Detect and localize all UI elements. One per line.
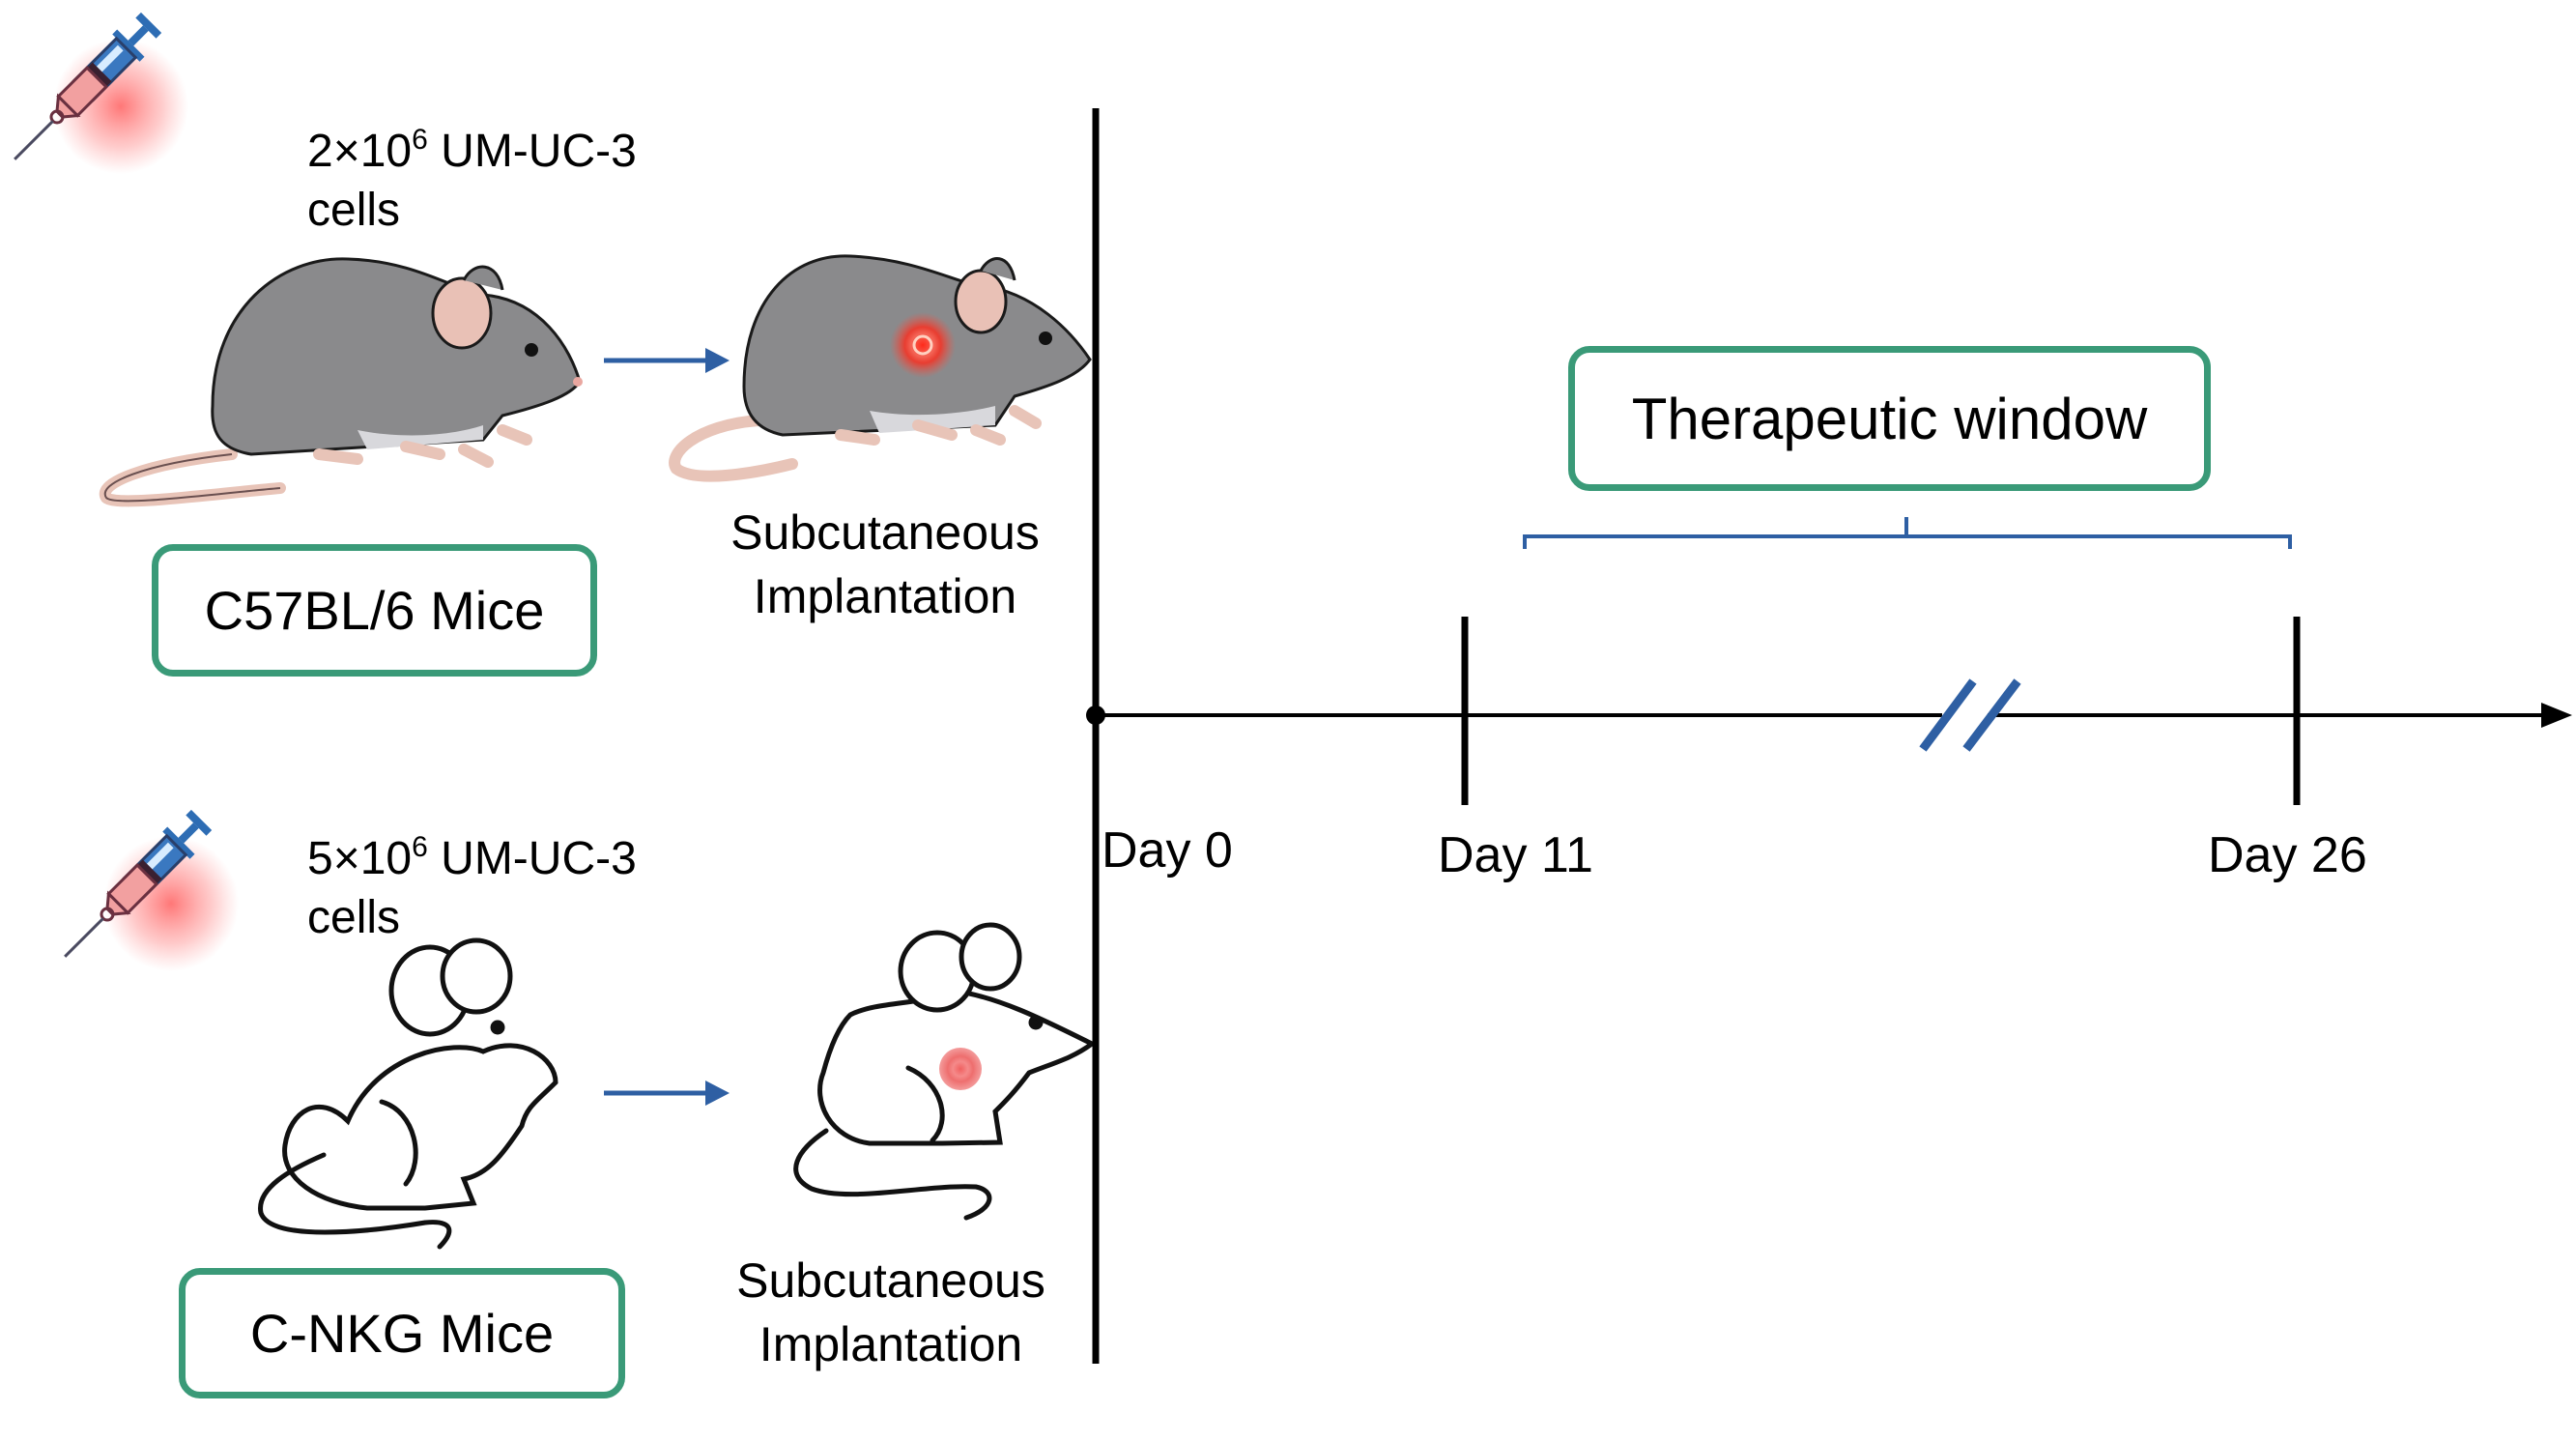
day0-marker — [1086, 706, 1105, 725]
procedure-line1: Subcutaneous — [730, 505, 1040, 560]
day-label-0: Day 0 — [1102, 822, 1233, 879]
dose-exponent: 6 — [412, 831, 428, 863]
dose-prefix: 5×10 — [307, 833, 413, 884]
procedure-line2: Implantation — [758, 1317, 1023, 1371]
procedure-label: Subcutaneous Implantation — [698, 1249, 1084, 1376]
syringe-icon — [0, 7, 190, 176]
procedure-line2: Implantation — [753, 569, 1017, 623]
process-arrow — [604, 1081, 730, 1106]
outline-mouse-icon — [258, 937, 558, 1250]
tumor-icon — [890, 312, 956, 378]
mouse-strain-box: C-NKG Mice — [179, 1268, 625, 1398]
syringe-icon — [49, 804, 241, 973]
dose-label: 2×106 UM-UC-3 cells — [307, 122, 637, 240]
axis-arrowhead — [2541, 703, 2572, 728]
mouse-strain-label: C-NKG Mice — [249, 1303, 555, 1364]
dose-unit: cells — [307, 892, 401, 943]
outline-mouse-tumor-icon — [793, 922, 1097, 1221]
dose-cell-line: UM-UC-3 — [427, 126, 637, 177]
therapeutic-window-label: Therapeutic window — [1631, 386, 2148, 451]
procedure-label: Subcutaneous Implantation — [692, 501, 1078, 628]
day-label-11: Day 11 — [1438, 827, 1593, 883]
dose-cell-line: UM-UC-3 — [427, 833, 637, 884]
dose-prefix: 2×10 — [307, 126, 413, 177]
gray-mouse-icon — [99, 257, 583, 507]
mouse-strain-label: C57BL/6 Mice — [204, 580, 545, 641]
process-arrow — [604, 348, 730, 373]
dose-unit: cells — [307, 185, 401, 236]
dose-exponent: 6 — [412, 124, 428, 156]
mouse-strain-box: C57BL/6 Mice — [152, 544, 597, 677]
procedure-line1: Subcutaneous — [736, 1254, 1045, 1308]
therapeutic-window-bracket — [1523, 517, 2292, 549]
dose-label: 5×106 UM-UC-3 cells — [307, 829, 637, 947]
therapeutic-window-box: Therapeutic window — [1568, 346, 2211, 491]
timeline-axis — [1086, 703, 2572, 728]
gray-mouse-tumor-icon — [669, 254, 1092, 482]
tumor-icon — [939, 1048, 982, 1090]
day-label-26: Day 26 — [2208, 827, 2367, 883]
axis-break-icon — [1919, 678, 2021, 752]
